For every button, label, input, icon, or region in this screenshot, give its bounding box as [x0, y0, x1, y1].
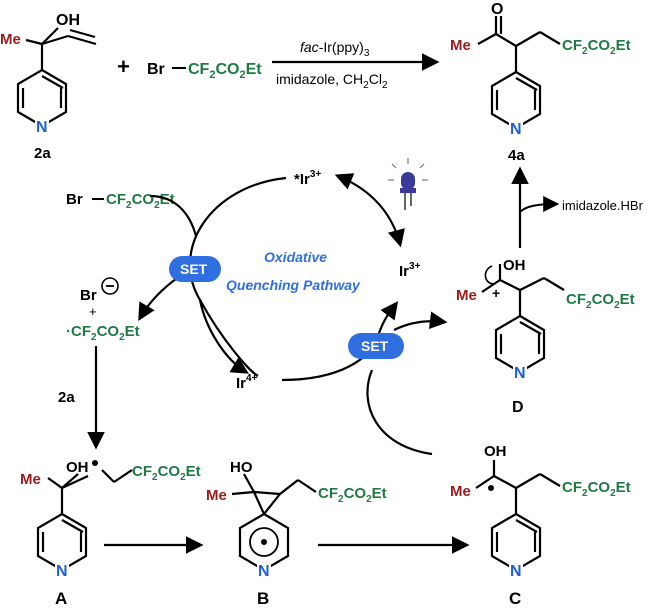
radical-dot-C	[488, 485, 494, 491]
plus-between: +	[89, 304, 97, 319]
step-2a-label: 2a	[58, 389, 75, 406]
me-label-4a: Me	[450, 37, 471, 54]
n-label-4a: N	[510, 121, 522, 138]
n-label-2a: N	[36, 119, 48, 136]
arrow-set-to-D	[393, 311, 448, 331]
set-label-right: SET	[361, 338, 389, 354]
set-label-left: SET	[180, 261, 208, 277]
n-label-A: N	[56, 563, 68, 580]
label-D: D	[512, 399, 524, 416]
label-B: B	[257, 589, 269, 608]
oh-label-C: OH	[484, 443, 507, 460]
oh-label-A: OH	[66, 459, 89, 476]
o-label-4a: O	[491, 1, 503, 18]
cf2co2et-D: CF2CO2Et	[566, 291, 635, 311]
reagent-into-cycle	[149, 194, 198, 237]
arrow-C-to-set	[366, 369, 433, 456]
me-label-A: Me	[20, 471, 41, 488]
byproduct-label: imidazole.HBr	[562, 198, 644, 213]
n-mask-4a	[509, 120, 523, 136]
n-mask-B	[257, 562, 271, 578]
oh-label-D: OH	[503, 257, 526, 274]
ho-label-B: HO	[230, 459, 253, 476]
label-A: A	[55, 589, 67, 608]
n-label-B: N	[258, 563, 270, 580]
intermediate-D	[481, 264, 565, 374]
catalyst-label: fac-Ir(ppy)3	[300, 39, 370, 59]
cycle-reagent-group: CF2CO2Et	[106, 191, 175, 211]
arrow-to-ir4	[198, 299, 250, 374]
n-mask-2a	[35, 118, 49, 134]
ir3-excited: *Ir3+	[294, 169, 321, 188]
reagent-br: Br	[147, 61, 165, 78]
cycle-title-line2: Quenching Pathway	[226, 277, 361, 293]
br-minus: Br	[80, 287, 97, 304]
reagent-cf2co2et: CF2CO2Et	[188, 61, 262, 81]
conditions-label: imidazole, CH2Cl2	[276, 71, 388, 91]
cf2co2et-C: CF2CO2Et	[562, 479, 631, 499]
intermediate-C	[475, 460, 561, 572]
cf2co2et-A: CF2CO2Et	[132, 463, 201, 483]
arrow-byproduct	[519, 196, 560, 213]
cation-plus-D: +	[492, 285, 500, 301]
plus-sign: +	[117, 54, 130, 79]
ir4: Ir4+	[236, 373, 258, 392]
me-label-2a: Me	[0, 31, 21, 48]
n-mask-A	[55, 562, 69, 578]
n-mask-C	[509, 562, 523, 578]
me-label-D: Me	[456, 287, 477, 304]
product-4a	[477, 16, 561, 130]
intermediate-B	[231, 473, 317, 572]
intermediate-A	[36, 469, 133, 572]
substrate-label: 2a	[34, 145, 51, 162]
arrow-to-radical	[138, 275, 181, 322]
minus-charge-icon	[101, 277, 119, 295]
oh-label-2a: OH	[56, 12, 80, 29]
cf2co2et-B: CF2CO2Et	[318, 485, 387, 505]
ir3-ground: Ir3+	[399, 261, 421, 280]
me-label-B: Me	[206, 487, 227, 504]
radical-dot-A	[92, 460, 98, 466]
substrate-2a	[16, 27, 97, 128]
cf2co2et-4a: CF2CO2Et	[562, 37, 631, 57]
n-label-C: N	[510, 563, 522, 580]
set-bubble-right	[348, 333, 404, 359]
cycle-reagent-br: Br	[66, 191, 83, 208]
cf2co2et-radical: ·CF2CO2Et	[66, 323, 140, 343]
led-bulb-icon	[388, 158, 428, 210]
cycle-title-line1: Oxidative	[264, 249, 327, 265]
cycle-arc-excitation	[334, 173, 405, 248]
n-mask-D	[513, 364, 527, 380]
set-bubble-left	[169, 256, 221, 282]
me-label-C: Me	[450, 483, 471, 500]
product-label: 4a	[508, 147, 525, 164]
label-C: C	[509, 589, 521, 608]
n-label-D: N	[514, 365, 526, 382]
